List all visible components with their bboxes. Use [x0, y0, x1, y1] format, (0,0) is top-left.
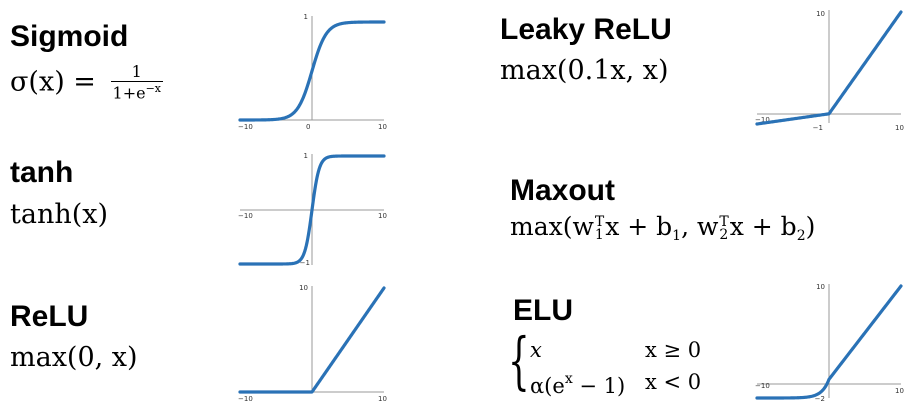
leaky-relu-plot: 10 −1 −10 10 [755, 10, 904, 132]
tanh-x-tick-min: −10 [238, 212, 253, 220]
elu-case2-expr: α(ex − 1) [530, 372, 625, 397]
elu-x-tick-max: 10 [895, 387, 904, 395]
sigmoid-plot: 1 −10 0 10 [238, 13, 387, 131]
sigmoid-formula: σ(x) = 1 1+e−x [10, 63, 164, 102]
tanh-title: tanh [10, 156, 74, 189]
tanh-curve [238, 154, 386, 266]
sigmoid-x-tick-0: 0 [306, 123, 310, 131]
sigmoid-fraction-numerator: 1 [110, 63, 164, 82]
maxout-title: Maxout [510, 174, 615, 207]
elu-y-tick-10: 10 [816, 283, 825, 291]
elu-curve [755, 284, 903, 400]
elu-case2-tail: − 1) [572, 374, 626, 398]
sigmoid-title: Sigmoid [10, 20, 129, 53]
elu-case2-base: α(e [530, 374, 565, 398]
leaky-relu-y-tick-neg1: −1 [813, 124, 823, 132]
elu-case2-cond: x < 0 [645, 370, 702, 394]
maxout-sub-1: 1 [594, 226, 604, 243]
maxout-sub-b1: 1 [672, 228, 682, 244]
elu-x-tick-min: −10 [755, 382, 770, 390]
sigmoid-formula-lhs: σ(x) = [10, 66, 96, 98]
sigmoid-y-tick-1: 1 [304, 13, 308, 21]
relu-title: ReLU [10, 300, 89, 333]
maxout-part-xb2: x + b [729, 212, 797, 241]
tanh-plot: 1 −1 −10 10 [238, 152, 387, 267]
maxout-sub-b2: 2 [796, 228, 806, 244]
leaky-relu-x-tick-max: 10 [895, 124, 904, 132]
maxout-sup-1: T [594, 213, 605, 230]
elu-case2-exp: x [564, 371, 573, 387]
relu-plot: 10 −10 10 [238, 284, 387, 403]
tanh-y-tick-neg1: −1 [300, 259, 310, 267]
elu-title: ELU [513, 294, 573, 327]
sigmoid-den-base: 1+e [112, 83, 146, 103]
leaky-relu-title: Leaky ReLU [500, 13, 672, 46]
elu-y-tick-neg2: −2 [815, 395, 825, 403]
elu-case1-cond: x ≥ 0 [645, 338, 702, 362]
tanh-formula: tanh(x) [10, 199, 109, 230]
elu-plot: 10 −2 −10 10 [755, 283, 904, 403]
elu-brace: { [508, 324, 530, 397]
maxout-part-w: , w [681, 212, 719, 241]
sigmoid-x-tick-max: 10 [378, 123, 387, 131]
relu-x-tick-min: −10 [238, 395, 253, 403]
maxout-part-xb: x + b [605, 212, 673, 241]
sigmoid-den-exp: −x [145, 81, 162, 95]
maxout-part-max-w: max(w [510, 212, 594, 241]
maxout-part-close: ) [805, 212, 816, 241]
leaky-relu-x-tick-min: −10 [755, 116, 770, 124]
leaky-relu-formula: max(0.1x, x) [500, 55, 669, 86]
maxout-sup-2: T [719, 213, 729, 230]
tanh-y-tick-1: 1 [304, 152, 308, 160]
relu-x-tick-max: 10 [378, 395, 387, 403]
sigmoid-x-tick-min: −10 [238, 123, 253, 131]
elu-case1-expr: x [530, 340, 542, 361]
leaky-relu-curve [755, 10, 903, 126]
relu-curve [238, 286, 386, 394]
sigmoid-fraction-denominator: 1+e−x [111, 82, 163, 102]
relu-y-tick-10: 10 [299, 284, 308, 292]
leaky-relu-y-tick-10: 10 [816, 10, 825, 18]
sigmoid-curve [238, 20, 386, 122]
tanh-x-tick-max: 10 [378, 212, 387, 220]
elu-case1-x: x [530, 338, 542, 362]
relu-formula: max(0, x) [10, 342, 138, 373]
maxout-sub-2: 2 [719, 226, 729, 243]
sigmoid-fraction: 1 1+e−x [110, 63, 164, 102]
